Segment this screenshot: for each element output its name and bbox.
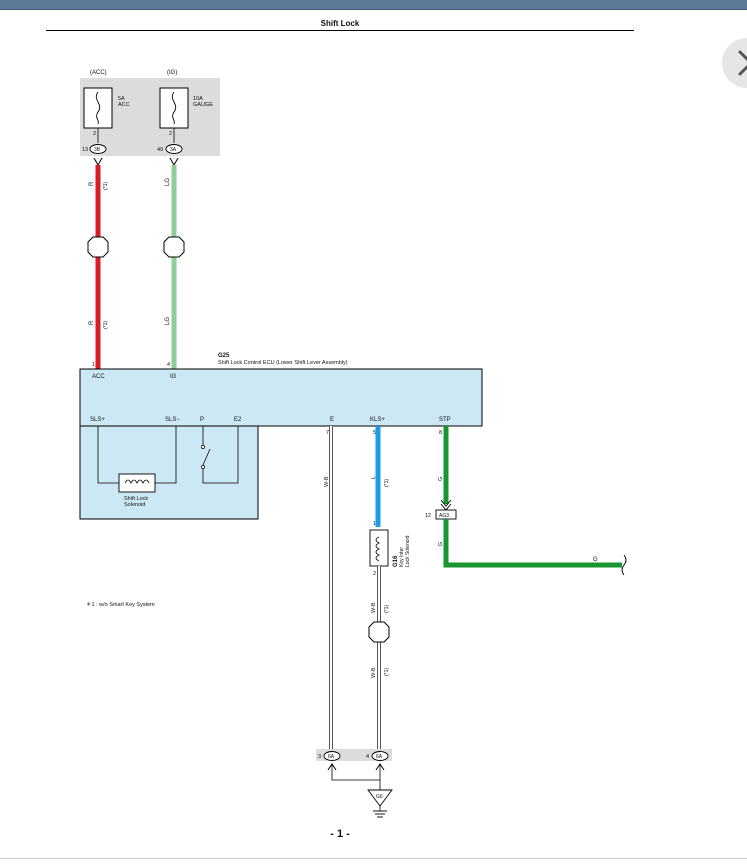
ecu-pin-kls: KLS+	[370, 417, 385, 423]
connector-6a-2-label: 6A	[376, 754, 383, 760]
connector-ag3-label: AG3	[439, 513, 449, 519]
ground-wiring	[331, 764, 381, 781]
g16-name-2: Lock Solenoid	[405, 535, 411, 567]
arrow-acc	[93, 157, 103, 167]
g16-code: G16	[393, 555, 399, 567]
fuse-gauge-icon	[171, 91, 177, 125]
wire-e-color: W-B	[324, 476, 330, 487]
ecu-pin-sls-minus: SLS−	[165, 417, 180, 423]
wire-sol-gnd-note-upper: (*1)	[384, 605, 390, 613]
connector-3a-label: 3A	[170, 147, 177, 153]
fuse-gauge-rating: 10A	[193, 96, 203, 102]
ecu-pin-p: P	[200, 417, 204, 423]
solenoid-label-1: Shift Lock	[124, 496, 148, 502]
p-switch-icon	[202, 448, 211, 466]
fuse-gauge-name: GAUGE	[193, 102, 213, 108]
g16-pin-top: 1	[373, 521, 376, 527]
fuse-acc-icon	[95, 91, 101, 125]
splice-acc	[87, 236, 109, 258]
wire-kls-color: L	[371, 476, 377, 479]
wire-kls-note: (*1)	[384, 479, 390, 487]
ecu-pin-acc-label: ACC	[92, 374, 105, 380]
ecu-pin-stp: STP	[439, 417, 451, 423]
bottom-divider	[0, 858, 747, 859]
gnd2-cavity: 4	[366, 754, 369, 760]
fuse-gauge-source: (IG)	[167, 70, 177, 76]
g16-name-1: Key Inter	[399, 547, 405, 567]
ecu-pin-e: E	[330, 417, 334, 423]
ecu-pin-ig-label: IG	[170, 374, 177, 380]
splice-ig	[163, 236, 185, 258]
fuse-acc-pin: 2	[93, 131, 96, 137]
key-solenoid-coil-icon	[375, 536, 380, 562]
ground-g6-icon	[367, 789, 393, 807]
footnote: ＊1 : w/o Smart Key System	[86, 601, 155, 608]
connector-6a-1-label: 6A	[328, 754, 335, 760]
title-rule	[46, 30, 634, 31]
wire-stp-color: G	[438, 477, 444, 481]
connector-6a-1	[323, 751, 341, 761]
solenoid-coil-icon	[124, 479, 150, 484]
ecu-solenoid-area	[79, 425, 259, 520]
stp-connector-cavity: 12	[425, 513, 431, 519]
wire-continuation-icon	[621, 554, 627, 576]
fuse-acc-name: ACC	[118, 102, 130, 108]
fuse-acc-cavity: 13	[82, 147, 88, 153]
wire-acc-color-upper: R	[89, 181, 95, 186]
gnd1-cavity: 3	[318, 754, 321, 760]
ecu-name: Shift Lock Control ECU (Lower Shift Leve…	[218, 360, 348, 366]
wire-sol-gnd-color-lower: W-B	[371, 667, 377, 678]
wire-stp-out-green	[443, 519, 622, 568]
wire-ig-color-lower: LG	[165, 317, 171, 325]
ecu-pin-stp-num: 8	[439, 430, 442, 436]
wire-stp-out-color: G	[593, 557, 598, 563]
ground-g6-label: G6	[376, 794, 383, 800]
connector-3a	[165, 144, 183, 154]
ecu-pin-sls-plus: SLS+	[90, 417, 105, 423]
wire-ig-color-upper: LG	[165, 178, 171, 186]
wire-acc-note-upper: (*1)	[103, 182, 109, 190]
g16-pin-bottom: 2	[373, 571, 376, 577]
ecu-pin-acc-num: 1	[92, 362, 95, 368]
connector-3b	[89, 144, 107, 154]
connector-3b-label: 3B	[94, 147, 101, 153]
page-title: Shift Lock	[320, 19, 360, 28]
fuse-gauge-cavity: 49	[157, 147, 163, 153]
chevron-right-icon	[738, 50, 747, 76]
viewer-top-bar	[0, 0, 747, 10]
wire-acc-color-lower: R	[89, 320, 95, 325]
page-number: - 1 -	[330, 828, 350, 840]
wire-sol-gnd-color-upper: W-B	[371, 602, 377, 613]
arrow-ig	[169, 157, 179, 167]
ecu-code: G25	[218, 353, 230, 359]
ecu-pin-kls-num: 5	[373, 430, 376, 436]
wire-acc-note-lower: (*1)	[103, 321, 109, 329]
wire-sol-gnd-note-lower: (*1)	[384, 668, 390, 676]
splice-solenoid-gnd	[368, 621, 390, 643]
fuse-acc-rating: 5A	[118, 96, 125, 102]
ecu-box	[79, 368, 483, 427]
wire-stp-lower-color: G	[438, 542, 444, 546]
ecu-pin-ig-num: 4	[167, 362, 170, 368]
fuse-acc-source: (ACC)	[90, 70, 107, 76]
ecu-pin-e2: E2	[234, 417, 242, 423]
ecu-pin-e-num: 7	[326, 430, 329, 436]
solenoid-label-2: Solenoid	[124, 502, 145, 508]
fuse-gauge-pin: 2	[169, 131, 172, 137]
connector-6a-2	[371, 751, 389, 761]
